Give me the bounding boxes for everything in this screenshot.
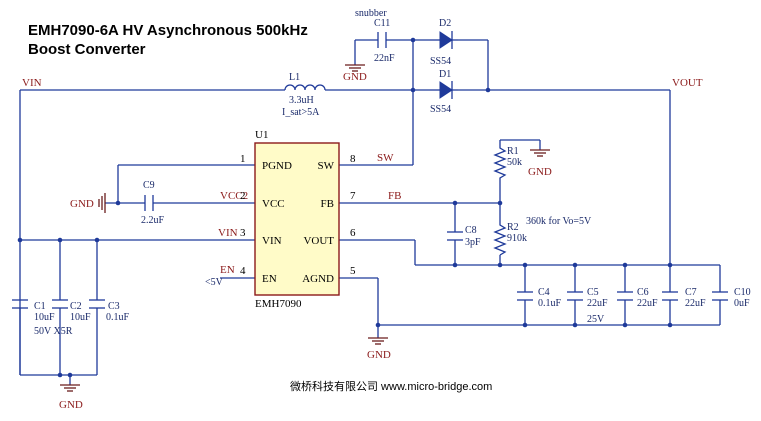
l1-value: 3.3uH [289, 95, 314, 106]
junction-dots [17, 37, 673, 378]
capacitor-c4: C4 0.1uF [517, 287, 562, 309]
c10-value: 0uF [734, 298, 750, 309]
d1-value: SS54 [430, 104, 451, 115]
r1-value: 50k [507, 157, 522, 168]
ground-symbol-snubber: GND [343, 64, 367, 83]
pin-name-vin: VIN [262, 235, 282, 247]
capacitor-c2: C2 10uF [52, 299, 91, 323]
footer-company: 微桥科技有限公司 www.micro-bridge.com [290, 379, 492, 393]
pin-num-5: 5 [350, 265, 356, 277]
gnd-label-input: GND [59, 399, 83, 411]
pin-name-pgnd: PGND [262, 160, 292, 172]
c10-ref: C10 [734, 287, 751, 298]
c3-ref: C3 [108, 301, 120, 312]
inductor-l1: L1 3.3uH I_sat>5A [282, 72, 326, 118]
pin-name-agnd: AGND [302, 273, 334, 285]
pin-num-8: 8 [350, 153, 356, 165]
r2-ref: R2 [507, 222, 519, 233]
r1-ref: R1 [507, 146, 519, 157]
net-label-en: EN [220, 264, 235, 276]
r2-vout-note: 360k for Vo=5V [526, 216, 592, 227]
net-label-fb: FB [388, 190, 401, 202]
pin-num-4: 4 [240, 265, 246, 277]
capacitor-c11: snubber C11 22nF [355, 8, 395, 64]
d2-value: SS54 [430, 56, 451, 67]
gnd-label-agnd: GND [367, 349, 391, 361]
c7-value: 22uF [685, 298, 706, 309]
c2-value: 10uF [70, 312, 91, 323]
c5-value: 22uF [587, 298, 608, 309]
pin-num-2: 2 [240, 190, 246, 202]
ground-symbol-pgnd: GND [70, 193, 106, 213]
c3-value: 0.1uF [106, 312, 130, 323]
ic-u1: U1 EMH7090 PGND VCC VIN EN SW FB VOUT AG… [240, 129, 356, 310]
input-cap-rating: 50V X5R [34, 326, 73, 337]
pin-name-vcc: VCC [262, 198, 285, 210]
c8-value: 3pF [465, 237, 481, 248]
d2-ref: D2 [439, 18, 451, 29]
capacitor-c6: C6 22uF [617, 287, 658, 309]
capacitor-c3: C3 0.1uF [89, 299, 130, 323]
title-line-1: EMH7090-6A HV Asynchronous 500kHz [28, 22, 308, 39]
ic-part: EMH7090 [255, 298, 302, 310]
ic-ref: U1 [255, 129, 268, 141]
ground-symbol-input: GND [59, 384, 83, 411]
r2-value: 910k [507, 233, 527, 244]
d1-ref: D1 [439, 69, 451, 80]
gnd-label-snubber: GND [343, 71, 367, 83]
gnd-label-pgnd: GND [70, 198, 94, 210]
capacitor-c7: C7 22uF [662, 287, 706, 309]
pin-name-en: EN [262, 273, 277, 285]
ground-symbol-agnd: GND [367, 337, 391, 361]
net-label-vin-pin: VIN [218, 227, 238, 239]
l1-note: I_sat>5A [282, 107, 320, 118]
ground-symbol-r1: GND [528, 149, 552, 178]
c5-ref: C5 [587, 287, 599, 298]
diode-d1: D1 SS54 [430, 69, 458, 115]
pin-name-vout: VOUT [303, 235, 334, 247]
pin-num-7: 7 [350, 190, 356, 202]
output-cap-rating: 25V [587, 314, 605, 325]
pin-num-6: 6 [350, 227, 356, 239]
c7-ref: C7 [685, 287, 697, 298]
l1-ref: L1 [289, 72, 300, 83]
c9-ref: C9 [143, 180, 155, 191]
pin-name-fb: FB [321, 198, 334, 210]
capacitor-c1: C1 10uF [12, 299, 55, 323]
net-label-sw: SW [377, 152, 394, 164]
c11-note: snubber [355, 8, 387, 19]
pin-name-sw: SW [318, 160, 335, 172]
net-label-vcc2: VCC2 [220, 190, 248, 202]
title-line-2: Boost Converter [28, 41, 146, 58]
wires [19, 39, 721, 385]
capacitor-c5: C5 22uF [567, 287, 608, 309]
resistor-r2: R2 910k 360k for Vo=5V [493, 216, 592, 256]
gnd-label-r1: GND [528, 166, 552, 178]
c4-value: 0.1uF [538, 298, 562, 309]
c6-value: 22uF [637, 298, 658, 309]
en-voltage-note: <5V [205, 277, 224, 288]
net-label-vout: VOUT [672, 77, 703, 89]
c6-ref: C6 [637, 287, 649, 298]
pin-num-3: 3 [240, 227, 246, 239]
resistor-r1: R1 50k [493, 140, 522, 190]
net-label-vin: VIN [22, 77, 42, 89]
c8-ref: C8 [465, 225, 477, 236]
c1-value: 10uF [34, 312, 55, 323]
c4-ref: C4 [538, 287, 550, 298]
pin-num-1: 1 [240, 153, 246, 165]
c2-ref: C2 [70, 301, 82, 312]
diode-d2: D2 SS54 [430, 18, 458, 67]
capacitor-c8: C8 3pF [447, 225, 481, 248]
c9-value: 2.2uF [141, 215, 165, 226]
capacitor-c9: C9 2.2uF [141, 180, 165, 226]
capacitor-c10: C10 0uF [712, 287, 751, 309]
c11-ref: C11 [374, 18, 390, 29]
c11-value: 22nF [374, 53, 395, 64]
c1-ref: C1 [34, 301, 46, 312]
